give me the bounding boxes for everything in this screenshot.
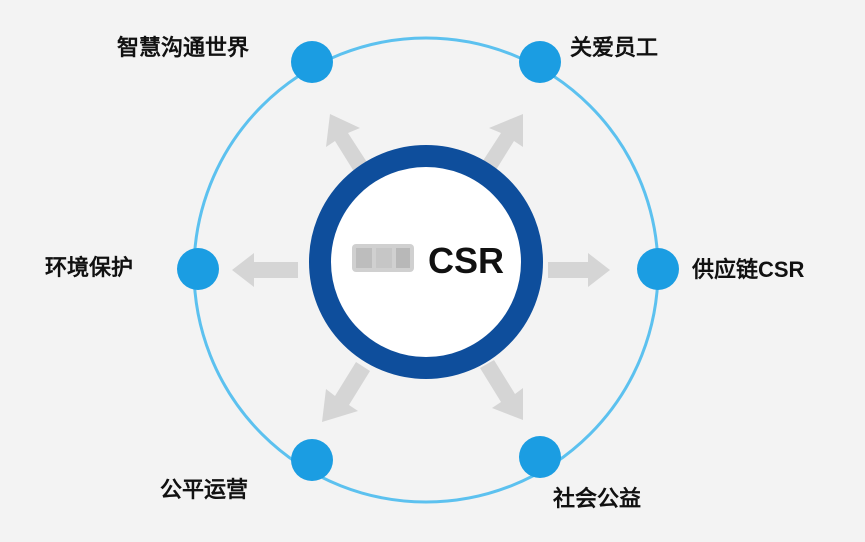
node-label-3: 社会公益 xyxy=(553,486,641,511)
node-label-0: 智慧沟通世界 xyxy=(117,35,249,60)
node-label-4: 公平运营 xyxy=(160,477,248,502)
node-label-2: 供应链CSR xyxy=(691,257,805,282)
node-label-1: 关爱员工 xyxy=(570,35,658,60)
node-dot-1 xyxy=(519,41,561,83)
node-dot-2 xyxy=(637,248,679,290)
node-dot-0 xyxy=(291,41,333,83)
arrow-right xyxy=(548,253,610,287)
arrow-bottom-left xyxy=(322,362,370,422)
node-dot-5 xyxy=(177,248,219,290)
node-label-5: 环境保护 xyxy=(45,255,133,280)
node-dot-3 xyxy=(519,436,561,478)
arrow-top-right xyxy=(477,114,523,178)
arrow-bottom-right xyxy=(480,360,523,420)
node-dot-4 xyxy=(291,439,333,481)
nodes-group xyxy=(177,41,679,481)
center-ring xyxy=(309,145,543,379)
arrow-left xyxy=(232,253,298,287)
center-label: CSR xyxy=(428,240,504,281)
blurred-logo xyxy=(352,244,414,272)
arrows-group xyxy=(232,114,610,422)
arrow-top-left xyxy=(326,114,372,178)
